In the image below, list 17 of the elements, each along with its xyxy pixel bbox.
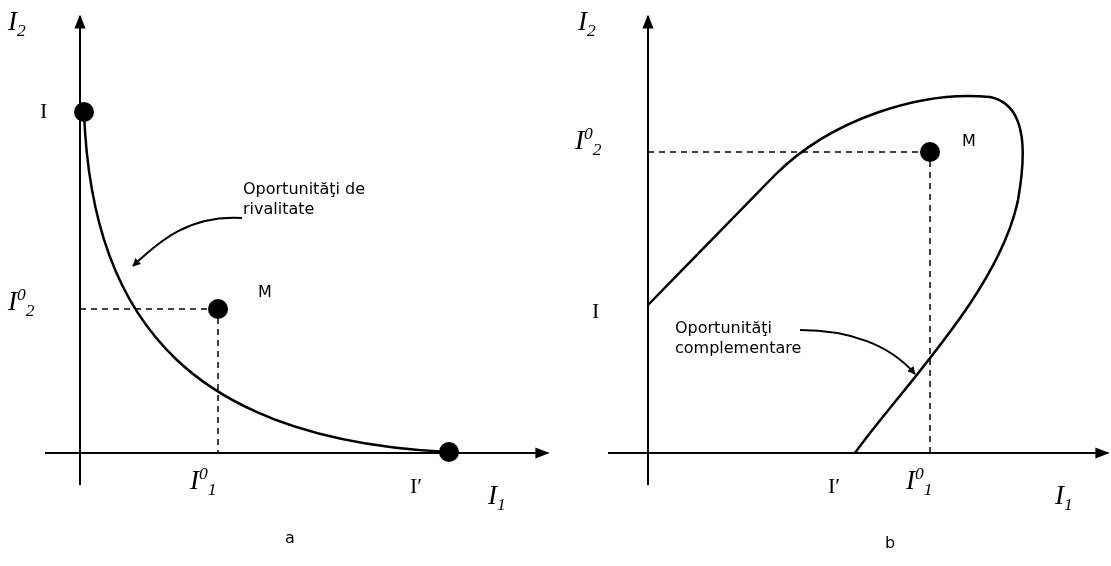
point-label: I [592, 300, 600, 322]
axis-label: I$_{1}$ [1055, 482, 1073, 514]
annotation-text: Oportunităţi de rivalitate [243, 179, 383, 219]
axis-label: I$_{2}$ [578, 8, 596, 40]
frontier-curve [647, 94, 1024, 454]
panel-label: a [285, 530, 295, 546]
axis-label: I$_{2}$ [8, 8, 26, 40]
leader-arrow [132, 216, 243, 267]
point-label: M [258, 284, 272, 300]
point-label: I′ [410, 475, 423, 497]
panel-label: b [885, 535, 896, 551]
leader-arrow [799, 329, 916, 375]
point-label: I [40, 100, 48, 122]
point-label: I′ [828, 475, 841, 497]
point-label: M [962, 133, 976, 149]
axis-label: I$_{1}$ [488, 482, 506, 514]
annotation-text: Oportunităţi complementare [675, 318, 805, 358]
